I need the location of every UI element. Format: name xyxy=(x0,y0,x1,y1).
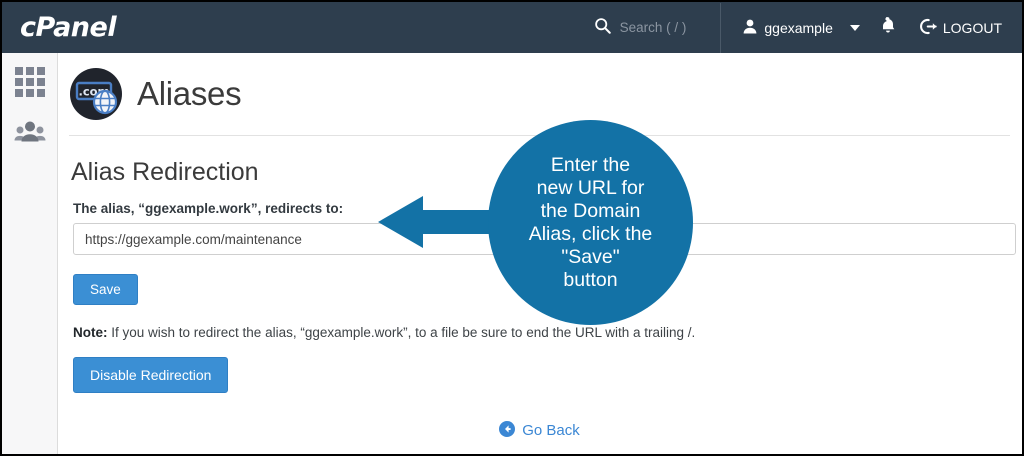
notifications-button[interactable] xyxy=(880,16,896,39)
search-input[interactable]: Search ( / ) xyxy=(594,17,687,39)
user-name-label: ggexample xyxy=(764,19,833,36)
domain-com-icon: .com xyxy=(69,67,123,121)
note-text: Note: If you wish to redirect the alias,… xyxy=(73,324,1010,342)
bell-icon xyxy=(880,16,896,39)
sidebar-item-user-manager[interactable] xyxy=(13,117,47,151)
go-back-row: Go Back xyxy=(69,420,1010,441)
user-icon xyxy=(743,19,757,37)
url-field-label: The alias, “ggexample.work”, redirects t… xyxy=(73,201,344,216)
users-icon xyxy=(14,120,46,149)
sidebar-item-apps-grid[interactable] xyxy=(13,65,47,99)
go-back-label: Go Back xyxy=(522,422,580,440)
main-content: .com Aliases Alias Redirection The alias… xyxy=(59,53,1022,454)
page-title: Aliases xyxy=(137,75,242,112)
redirect-url-input[interactable] xyxy=(73,223,1016,255)
disable-redirection-button[interactable]: Disable Redirection xyxy=(73,356,229,393)
logout-label: LOGOUT xyxy=(942,19,1002,36)
search-placeholder: Search ( / ) xyxy=(619,20,687,35)
section-title: Alias Redirection xyxy=(71,158,259,186)
save-button[interactable]: Save xyxy=(73,274,138,305)
note-body: If you wish to redirect the alias, “ggex… xyxy=(107,325,696,340)
logout-button[interactable]: LOGOUT xyxy=(919,18,1002,38)
search-icon xyxy=(594,17,611,39)
go-back-link[interactable]: Go Back xyxy=(499,420,580,441)
grid-icon xyxy=(14,67,45,97)
sidebar-rail xyxy=(2,53,58,454)
note-label: Note: xyxy=(73,325,108,340)
topbar-divider xyxy=(720,2,722,53)
logout-icon xyxy=(919,18,937,38)
chevron-down-icon xyxy=(849,24,860,31)
arrow-left-circle-icon xyxy=(499,420,516,441)
page-header: .com Aliases xyxy=(69,67,1010,136)
top-navigation-bar: cPanel Search ( / ) ggexample xyxy=(2,2,1022,53)
user-menu-button[interactable]: ggexample xyxy=(743,19,860,37)
cpanel-logo[interactable]: cPanel xyxy=(20,12,117,43)
